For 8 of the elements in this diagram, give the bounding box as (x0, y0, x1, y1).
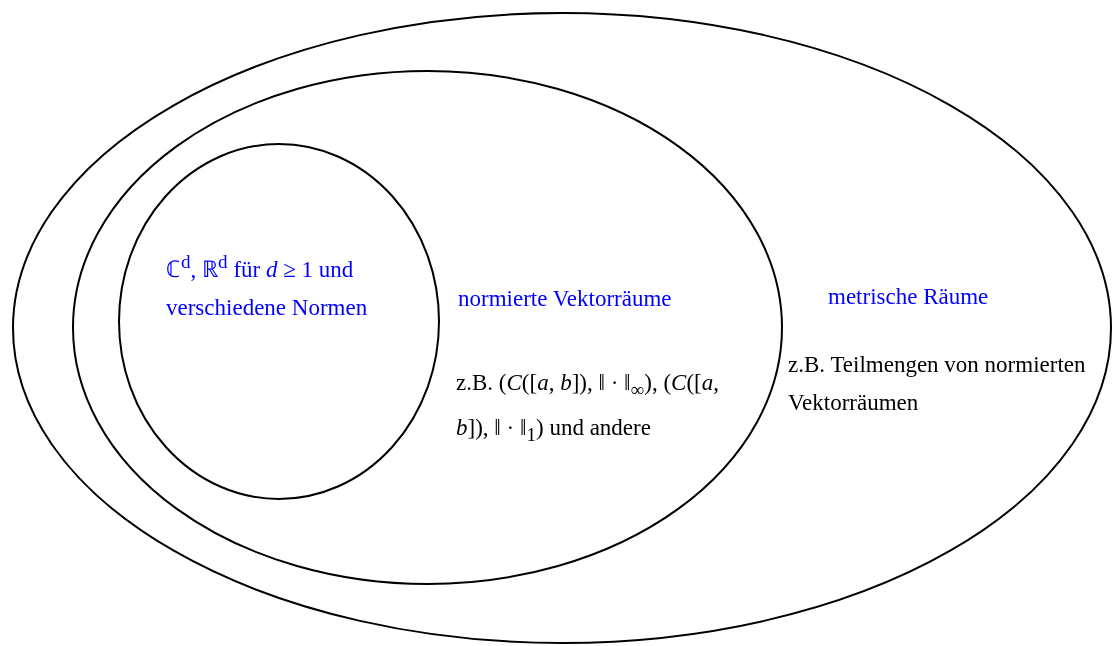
set-label: ℂ$^{d}$, ℝ$^{d}$ für d ≥ 1 und verschiedene Normen (166, 250, 369, 322)
set-ellipse (72, 70, 783, 585)
set-ellipse (12, 12, 1112, 644)
example-text: z.B. (C([a, b]), ‖ · ‖$_{∞}$), (C([a, b]), ‖ · ‖$_{1}$) und andere (456, 369, 720, 447)
example-text: z.B. Teilmengen von normierten Vektorräumen (788, 351, 1087, 417)
set-ellipse (118, 143, 440, 500)
set-label: metrische Räume (828, 283, 990, 311)
set-label: normierte Vektorräume (458, 285, 673, 313)
